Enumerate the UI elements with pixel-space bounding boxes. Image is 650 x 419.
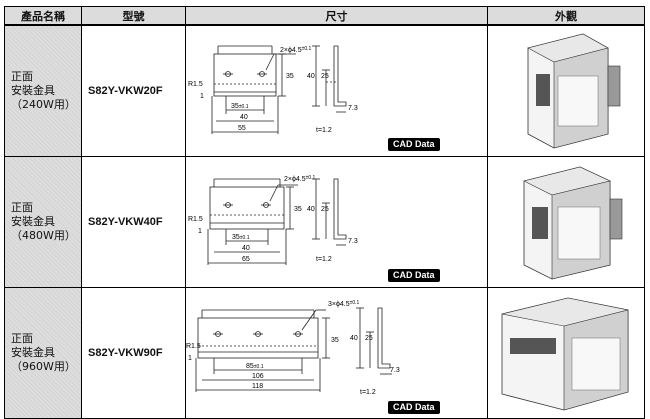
overall-label: 55 bbox=[238, 125, 246, 132]
dimension-drawing: 2×ϕ4.5±0.1 R1.5 1 35±0.1 40 65 35 40 25 … bbox=[188, 175, 358, 265]
table-row: 正面 安裝金具 （240W用） S82Y-VKW20F bbox=[4, 24, 645, 157]
d1-label: 1 bbox=[200, 93, 204, 100]
model-cell: S82Y-VKW40F bbox=[81, 156, 186, 288]
appearance-cell bbox=[487, 287, 645, 419]
appearance-cell bbox=[487, 156, 645, 288]
dimension-drawing-cell: 2×ϕ4.5±0.1 R1.5 1 35±0.1 40 55 35 40 25 … bbox=[185, 24, 488, 157]
header-product-name: 產品名稱 bbox=[4, 6, 82, 26]
side-h1-label: 40 bbox=[307, 73, 315, 80]
flange-label: 7.3 bbox=[348, 105, 358, 112]
mount-bracket bbox=[607, 65, 621, 107]
inner-label: 40 bbox=[242, 245, 250, 252]
product-name-cell: 正面 安裝金具 （480W用） bbox=[4, 156, 82, 288]
thickness-label: t=1.2 bbox=[316, 127, 332, 134]
product-name-line: 正面 bbox=[11, 332, 33, 345]
height-label: 35 bbox=[286, 73, 294, 80]
product-name-cell: 正面 安裝金具 （240W用） bbox=[4, 24, 82, 157]
model-cell: S82Y-VKW20F bbox=[81, 24, 186, 157]
product-name-line: （480W用） bbox=[11, 229, 76, 242]
product-name-line: 安裝金具 bbox=[11, 346, 55, 359]
product-name-line: 安裝金具 bbox=[11, 215, 55, 228]
flange-label: 7.3 bbox=[348, 238, 358, 245]
product-photo bbox=[501, 297, 629, 411]
product-name-line: 正面 bbox=[11, 70, 33, 83]
hole-label: 2×ϕ4.5±0.1 bbox=[284, 175, 316, 183]
terminal-block bbox=[536, 74, 550, 106]
side-h1-label: 40 bbox=[350, 335, 358, 342]
side-h2-label: 25 bbox=[321, 73, 329, 80]
table-row: 正面 安裝金具 （480W用） S82Y-VKW40F bbox=[4, 156, 645, 288]
thickness-label: t=1.2 bbox=[360, 389, 376, 396]
radius-label: R1.5 bbox=[188, 216, 203, 223]
product-name-line: 安裝金具 bbox=[11, 84, 55, 97]
cad-data-button[interactable]: CAD Data bbox=[388, 138, 440, 151]
overall-label: 118 bbox=[252, 383, 263, 390]
side-h1-label: 40 bbox=[307, 206, 315, 213]
d1-label: 1 bbox=[188, 355, 192, 362]
model-number: S82Y-VKW90F bbox=[88, 347, 163, 359]
height-label: 35 bbox=[331, 337, 339, 344]
model-number: S82Y-VKW20F bbox=[88, 85, 163, 97]
dimension-drawing: 2×ϕ4.5±0.1 R1.5 1 35±0.1 40 55 35 40 25 … bbox=[188, 45, 358, 134]
side-h2-label: 25 bbox=[321, 206, 329, 213]
height-label: 35 bbox=[294, 206, 302, 213]
thickness-label: t=1.2 bbox=[316, 256, 332, 263]
side-h2-label: 25 bbox=[365, 335, 373, 342]
product-photo bbox=[523, 166, 623, 280]
overall-label: 65 bbox=[242, 256, 250, 263]
header-dimensions: 尺寸 bbox=[185, 6, 488, 26]
product-photo bbox=[527, 33, 621, 149]
product-table: 產品名稱 型號 尺寸 外觀 正面 安裝金具 （240W用） S82Y-VKW20… bbox=[4, 6, 645, 419]
cad-data-button[interactable]: CAD Data bbox=[388, 269, 440, 282]
radius-label: R1.5 bbox=[186, 343, 201, 350]
model-number: S82Y-VKW40F bbox=[88, 216, 163, 228]
inner-label: 40 bbox=[240, 114, 248, 121]
dimension-drawing-cell: 3×ϕ4.5±0.1 R1.5 1 85±0.1 106 118 35 40 2… bbox=[185, 287, 488, 419]
appearance-cell bbox=[487, 24, 645, 157]
pitch-label: 35±0.1 bbox=[231, 103, 249, 110]
product-name-cell: 正面 安裝金具 （960W用） bbox=[4, 287, 82, 419]
d1-label: 1 bbox=[198, 228, 202, 235]
hole-label: 3×ϕ4.5±0.1 bbox=[328, 300, 360, 308]
front-label-area bbox=[557, 75, 599, 127]
flange-label: 7.3 bbox=[390, 367, 400, 374]
table-row: 正面 安裝金具 （960W用） S82Y-VKW90F bbox=[4, 287, 645, 419]
product-name-line: （240W用） bbox=[11, 98, 76, 111]
inner-label: 106 bbox=[252, 373, 264, 380]
dimension-drawing: 3×ϕ4.5±0.1 R1.5 1 85±0.1 106 118 35 40 2… bbox=[186, 300, 400, 396]
radius-label: R1.5 bbox=[188, 81, 203, 88]
product-name-line: （960W用） bbox=[11, 360, 76, 373]
plate-outline bbox=[213, 53, 277, 97]
header-appearance: 外觀 bbox=[487, 6, 645, 26]
model-cell: S82Y-VKW90F bbox=[81, 287, 186, 419]
header-model: 型號 bbox=[81, 6, 186, 26]
table-header-row: 產品名稱 型號 尺寸 外觀 bbox=[4, 6, 645, 26]
cad-data-button[interactable]: CAD Data bbox=[388, 401, 440, 414]
pitch-label: 35±0.1 bbox=[232, 234, 250, 241]
product-name-line: 正面 bbox=[11, 201, 33, 214]
dimension-drawing-cell: 2×ϕ4.5±0.1 R1.5 1 35±0.1 40 65 35 40 25 … bbox=[185, 156, 488, 288]
hole-label: 2×ϕ4.5±0.1 bbox=[280, 46, 312, 54]
pitch-label: 85±0.1 bbox=[246, 363, 264, 370]
